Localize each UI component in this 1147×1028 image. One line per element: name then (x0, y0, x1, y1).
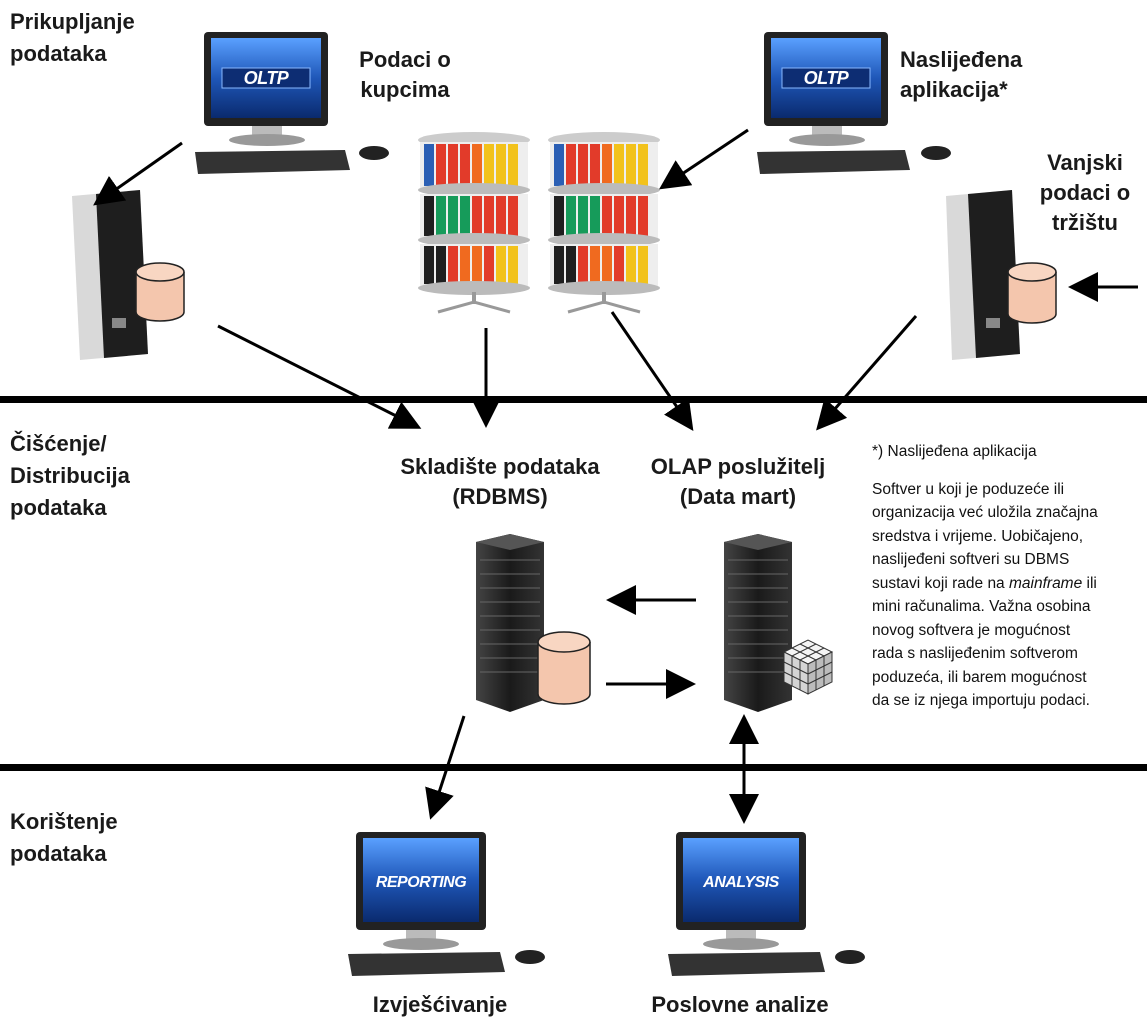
mouse-icon (921, 146, 951, 160)
legacy-note-body-2: ili mini računalima. Važna osobina novog… (872, 574, 1097, 710)
keyboard-icon (757, 150, 910, 174)
arrow-warehouse-to-reporting (425, 715, 466, 820)
label-warehouse: Skladište podataka (RDBMS) (400, 454, 600, 509)
legacy-note-title: *) Naslijeđena aplikacija (872, 443, 1037, 460)
olap-cube-icon (782, 639, 834, 695)
label-reporting: Izvješćivanje (372, 992, 508, 1017)
mouse-icon (835, 950, 865, 964)
screen-icon (683, 838, 799, 922)
database-cylinder-icon (1007, 262, 1057, 324)
warehouse-server (476, 534, 591, 712)
keyboard-icon (348, 952, 505, 976)
arrow-oltp-to-shelves (659, 128, 749, 190)
oltp-left-screen-text: OLTP (244, 68, 290, 88)
divider-top (0, 396, 1147, 403)
mouse-icon (515, 950, 545, 964)
keyboard-icon (195, 150, 350, 174)
label-external-data: Vanjski podaci o tržištu (1039, 150, 1131, 235)
pc-tower-right (946, 190, 1057, 360)
database-cylinder-icon (537, 631, 591, 705)
legacy-note-body-1: Softver u koji je poduzeće ili organizac… (872, 480, 1098, 592)
arrow-tower-to-warehouse (217, 324, 422, 429)
keyboard-icon (668, 952, 825, 976)
oltp-right-computer: OLTP (757, 32, 951, 174)
legacy-note: *) Naslijeđena aplikacija Softver u koji… (872, 440, 1142, 713)
label-legacy-app: Naslijeđena aplikacija* (900, 47, 1023, 102)
legacy-note-body-italic: mainframe (1009, 574, 1083, 592)
reporting-computer: REPORTING (348, 832, 545, 976)
arrow-tower-to-olap (816, 315, 918, 431)
pc-tower-left (72, 190, 185, 360)
mouse-icon (359, 146, 389, 160)
olap-server (724, 534, 834, 712)
section-label-collection: Prikupljanje podataka (10, 9, 135, 66)
label-analysis: Poslovne analize (651, 992, 829, 1017)
divider-bottom (0, 764, 1147, 771)
analysis-screen-text: ANALYSIS (702, 874, 780, 891)
database-cylinder-icon (135, 262, 185, 322)
label-olap: OLAP poslužitelj (Data mart) (650, 454, 826, 509)
analysis-computer: ANALYSIS (668, 832, 865, 976)
file-shelf-left (418, 132, 530, 314)
section-label-usage: Korištenje podataka (10, 809, 118, 866)
arrow-oltp-to-tower (93, 141, 183, 206)
reporting-screen-text: REPORTING (376, 874, 466, 891)
arrow-shelves-to-olap (610, 311, 694, 431)
oltp-right-screen-text: OLTP (804, 68, 850, 88)
file-shelf-right (548, 132, 660, 314)
screen-icon (363, 838, 479, 922)
legacy-note-body: Softver u koji je poduzeće ili organizac… (872, 478, 1142, 713)
oltp-left-computer: OLTP (195, 32, 389, 174)
section-label-cleansing: Čišćenje/ Distribucija podataka (10, 431, 130, 520)
label-customer-data: Podaci o kupcima (359, 47, 451, 102)
